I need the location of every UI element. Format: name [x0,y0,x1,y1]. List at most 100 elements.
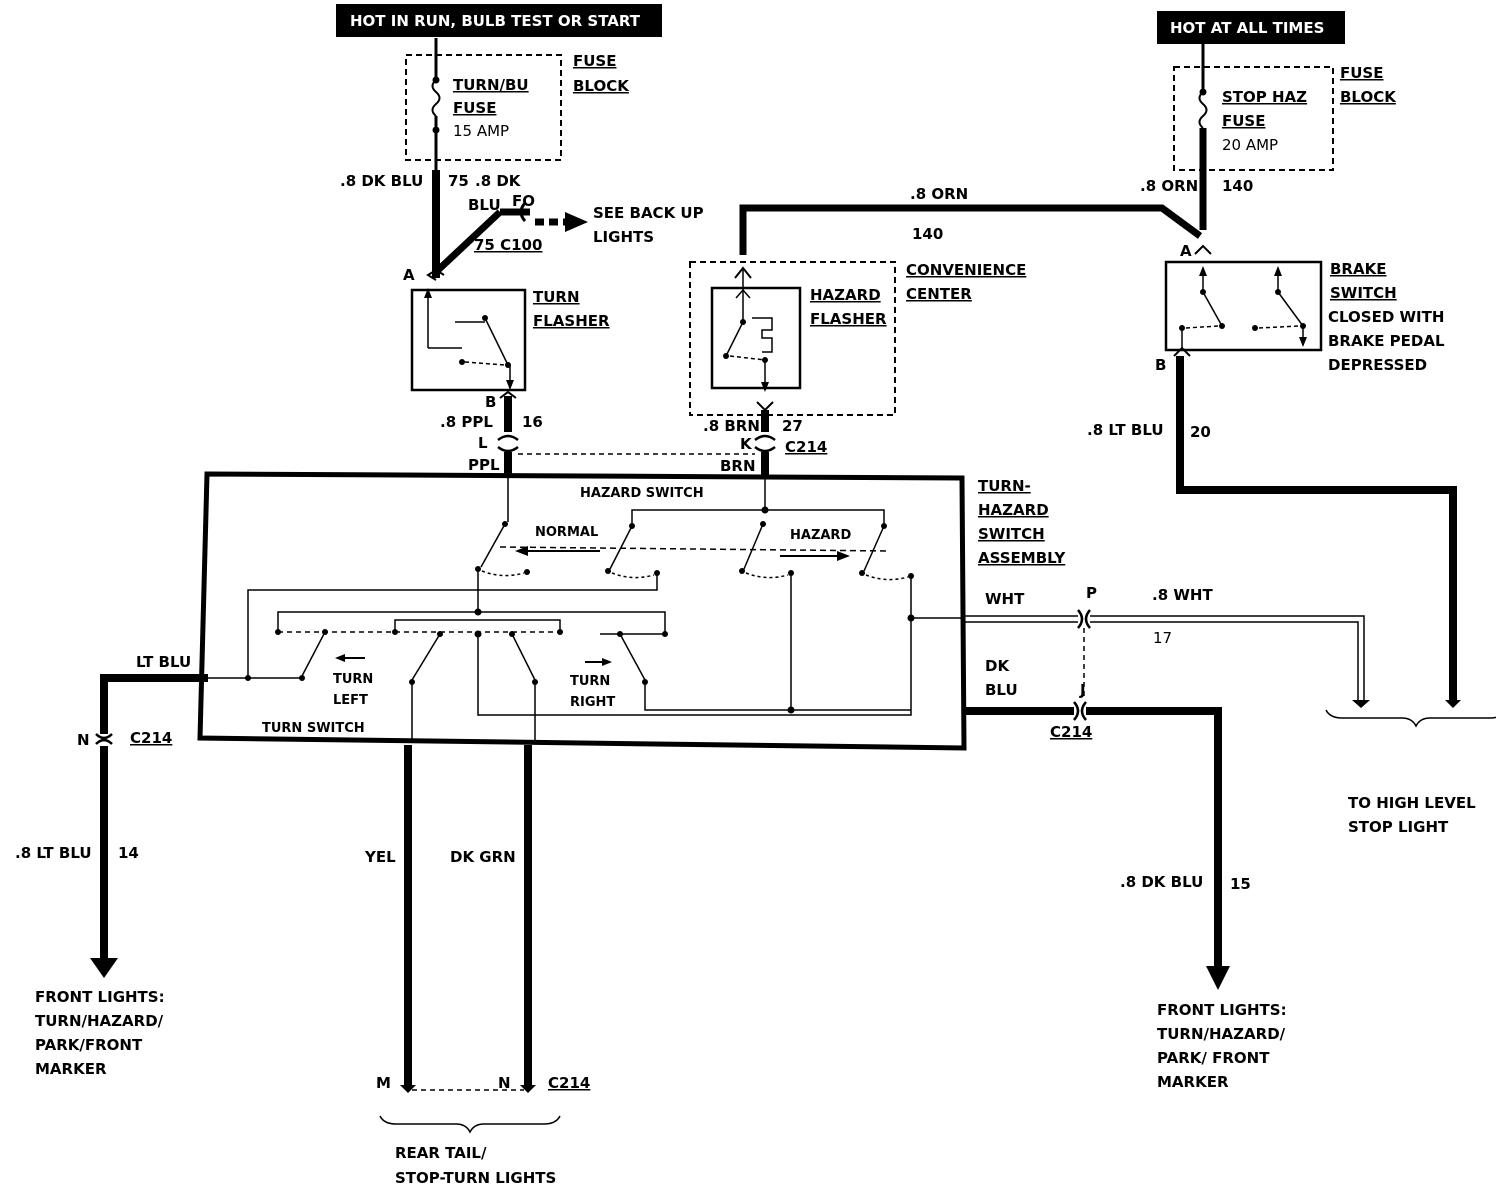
wire-label: BRN [720,457,756,475]
assembly-title3: SWITCH [978,525,1045,543]
arrow-left-icon [515,546,528,556]
turn-fuse-name1: TURN/BU [453,76,529,94]
brake-switch-desc1: CLOSED WITH [1328,308,1444,326]
assembly-title4: ASSEMBLY [978,549,1066,567]
turn-left-label1: TURN [333,672,373,687]
wire-label: 140 [1222,177,1253,195]
stop-fuse-block: STOP HAZ FUSE 20 AMP FUSE BLOCK [1173,44,1397,230]
front-left-label2: TURN/HAZARD/ [35,1012,164,1030]
backup-label1: SEE BACK UP [593,204,704,222]
wire-label: .8 ORN [910,185,968,203]
turn-fuse-block-label2: BLOCK [573,77,630,95]
wire-label: .8 DK BLU [340,172,423,190]
stop-fuse-name1: STOP HAZ [1222,88,1307,106]
front-right-label1: FRONT LIGHTS: [1157,1001,1287,1019]
pin-label: N [77,731,90,749]
stop-fuse-name2: FUSE [1222,112,1265,130]
wire-label: .8 DK [475,172,522,190]
turn-hazard-switch-assembly: TURN- HAZARD SWITCH ASSEMBLY HAZARD SWIT… [197,471,1066,751]
high-stop-label2: STOP LIGHT [1348,818,1449,836]
turn-right-label2: RIGHT [570,695,615,710]
wire-label: .8 WHT [1152,586,1213,604]
wire-dk-blu-15: DK BLU J C214 .8 DK BLU 15 [965,657,1251,990]
hazard-flasher: HAZARD FLASHER CONVENIENCE CENTER [689,261,1026,416]
pin-label: L [478,434,488,452]
pin-label: A [1180,242,1192,260]
wire-dk-blu-75: .8 DK BLU 75 .8 DK BLU FO 75 C100 SEE BA… [340,170,704,278]
brake-switch-desc2: BRAKE PEDAL [1328,332,1445,350]
wire-label: .8 PPL [440,413,493,431]
turn-fuse-name2: FUSE [453,99,496,117]
wire-label: 14 [118,844,139,862]
turn-flasher-name2: FLASHER [533,312,610,330]
pin-label: P [1086,584,1097,602]
header-all-times: HOT AT ALL TIMES [1157,11,1345,44]
wire-label: 15 [1230,875,1251,893]
wire-yel-dkgrn: YEL DK GRN M N C214 [364,682,590,1093]
wire-label: DK [985,657,1010,675]
arrow-down-icon [1206,966,1230,990]
turn-fuse-rating: 15 AMP [453,122,509,140]
front-left-label1: FRONT LIGHTS: [35,988,165,1006]
connector-label: C214 [548,1074,590,1092]
convenience-center-label1: CONVENIENCE [906,261,1026,279]
wire-label: 16 [522,413,543,431]
rear-brace [379,1115,561,1134]
arrow-right-icon [837,551,850,561]
stop-fuse-block-label1: FUSE [1340,64,1383,82]
pin-label: K [740,435,753,453]
header-all-times-label: HOT AT ALL TIMES [1170,19,1324,37]
wire-label: .8 LT BLU [15,844,92,862]
turn-right-label1: TURN [570,674,610,689]
turn-fuse-block-label1: FUSE [573,52,616,70]
arrow-down-icon [400,1085,416,1093]
connector-label: C214 [1050,723,1092,741]
connector-label: C214 [130,729,172,747]
wire-label: 20 [1190,423,1211,441]
pin-label: N [498,1074,511,1092]
pin-label: B [1155,356,1166,374]
wire-label: .8 ORN [1140,177,1198,195]
wire-label: .8 BRN [703,417,760,435]
rear-label1: REAR TAIL/ [395,1144,487,1162]
stop-fuse-rating: 20 AMP [1222,136,1278,154]
brake-switch-name1: BRAKE [1330,260,1386,278]
connector-label: C214 [785,438,827,456]
turn-flasher: A B TURN FLASHER [403,266,610,411]
front-left-label4: MARKER [35,1060,107,1078]
front-left-label3: PARK/FRONT [35,1036,143,1054]
brake-switch-name2: SWITCH [1330,284,1397,302]
brake-switch-desc3: DEPRESSED [1328,356,1427,374]
arrow-down-icon [520,1085,536,1093]
wire-label: 75 [448,172,469,190]
hazard-switch-label: HAZARD SWITCH [580,486,704,501]
hazard-label: HAZARD [790,528,851,543]
connector-label: 75 C100 [474,236,542,254]
wire-lt-blu-20: .8 LT BLU 20 [1087,346,1457,702]
turn-left-label2: LEFT [333,693,368,708]
front-right-label3: PARK/ FRONT [1157,1049,1270,1067]
destination-labels: FRONT LIGHTS: TURN/HAZARD/ PARK/FRONT MA… [35,794,1476,1187]
wire-label: DK GRN [450,848,516,866]
normal-label: NORMAL [535,525,598,540]
wire-label: 17 [1153,629,1172,647]
connector-label: FO [512,192,535,210]
high-stop-brace [1325,700,1496,728]
front-right-label4: MARKER [1157,1073,1229,1091]
fuse-icon [1198,91,1208,129]
wire-label: 140 [912,225,943,243]
wire-brn: .8 BRN 27 K C214 BRN [518,410,827,478]
pin-label: M [376,1074,391,1092]
fuse-icon [431,79,441,117]
stop-fuse-block-label2: BLOCK [1340,88,1397,106]
wire-orn-140: .8 ORN 140 .8 ORN 140 [739,177,1253,255]
convenience-center-label2: CENTER [906,285,972,303]
brake-switch: A B BRAKE SWITCH CLOSED WITH BRAKE PEDAL… [1155,242,1445,374]
backup-label2: LIGHTS [593,228,654,246]
wire-label: .8 LT BLU [1087,421,1164,439]
hazard-flasher-name1: HAZARD [810,286,881,304]
rear-label2: STOP-TURN LIGHTS [395,1169,556,1187]
wire-label: WHT [985,590,1025,608]
wire-label: LT BLU [136,653,191,671]
